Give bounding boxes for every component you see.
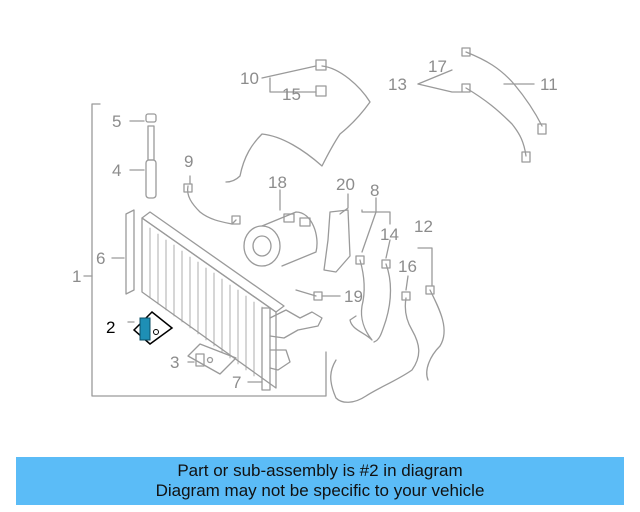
callout-19: 19: [344, 287, 363, 306]
compressor: [243, 211, 318, 267]
banner-line-disclaimer: Diagram may not be specific to your vehi…: [155, 481, 485, 500]
callout-2: 2: [106, 318, 115, 337]
seal-strip: [125, 209, 135, 295]
callout-18: 18: [268, 173, 287, 192]
receiver-drier: [145, 113, 157, 199]
callout-15: 15: [282, 85, 301, 104]
callout-1: 1: [72, 267, 81, 286]
leader-lines: [111, 65, 535, 383]
callout-12: 12: [414, 217, 433, 236]
parts-diagram: 1 2 3 4 5 6 7 8 9 10 11 12 13 14 15 16 1…: [72, 47, 558, 403]
callout-14: 14: [380, 225, 399, 244]
callout-4: 4: [112, 161, 121, 180]
line-8: [349, 259, 373, 341]
callout-17: 17: [428, 57, 447, 76]
callout-20: 20: [336, 175, 355, 194]
mount-bracket: [323, 209, 351, 273]
line-11: [465, 51, 543, 127]
line-9: [186, 185, 237, 225]
callout-7: 7: [232, 373, 241, 392]
condenser: [141, 211, 323, 391]
banner-line-part: Part or sub-assembly is #2 in diagram: [177, 461, 463, 480]
hose-10: [225, 65, 371, 183]
assembly-bracket: [83, 103, 327, 397]
part-2-highlight: [132, 310, 174, 345]
callout-6: 6: [96, 249, 105, 268]
bolt: [295, 289, 323, 301]
callout-10: 10: [240, 69, 259, 88]
callout-16: 16: [398, 257, 417, 276]
callout-8: 8: [370, 181, 379, 200]
line-12: [426, 289, 445, 381]
callout-11: 11: [540, 75, 558, 94]
info-banner: Part or sub-assembly is #2 in diagram Di…: [16, 457, 624, 505]
callout-3: 3: [170, 353, 179, 372]
bracket-kit: [187, 343, 237, 375]
callout-5: 5: [112, 112, 121, 131]
callout-9: 9: [184, 152, 193, 171]
callout-13: 13: [388, 75, 407, 94]
